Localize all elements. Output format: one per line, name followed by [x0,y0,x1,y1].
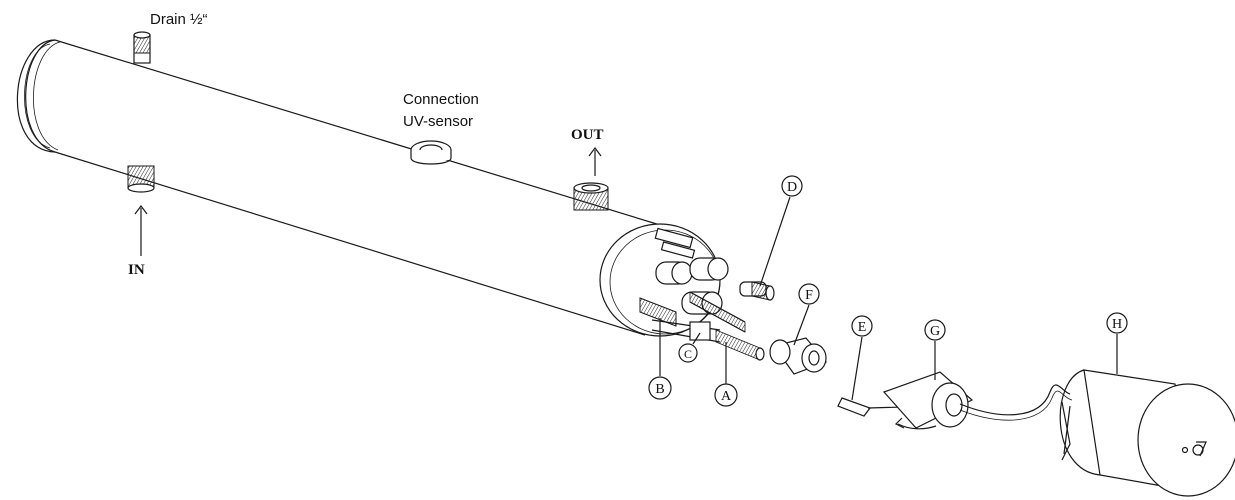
callout-f-text: F [805,288,813,303]
ballast-h [1059,369,1235,497]
lamp-assembly [639,297,765,361]
drain-port [133,31,151,64]
callout-b-text: B [655,382,664,397]
drain-label: Drain ½“ [150,11,208,28]
callout-a: A [714,342,738,407]
callout-h: H [1106,312,1128,374]
uv-sensor-label: UV-sensor [403,113,473,130]
connector-d [739,281,775,301]
callout-g: G [924,319,946,380]
callout-c-text: C [684,347,692,361]
lamp-socket-g [882,371,1073,430]
callout-e: E [851,315,873,401]
callout-d: D [759,175,803,287]
reactor-chamber [16,39,661,336]
uv-sensor-connection [410,140,452,165]
connection-label: Connection [403,91,479,108]
callout-c: C [678,332,701,363]
callout-d-text: D [787,180,797,195]
callout-g-text: G [930,324,940,339]
inlet-port [127,165,155,256]
in-label: IN [128,262,145,278]
out-label: OUT [571,127,604,143]
callout-f: F [793,283,820,346]
callout-e-text: E [858,320,867,335]
callout-h-text: H [1112,317,1122,332]
sleeve-nut-f [769,337,828,375]
end-flange [599,223,746,337]
callout-a-text: A [721,389,732,404]
callout-b: B [648,318,672,400]
outlet-port [573,147,609,211]
